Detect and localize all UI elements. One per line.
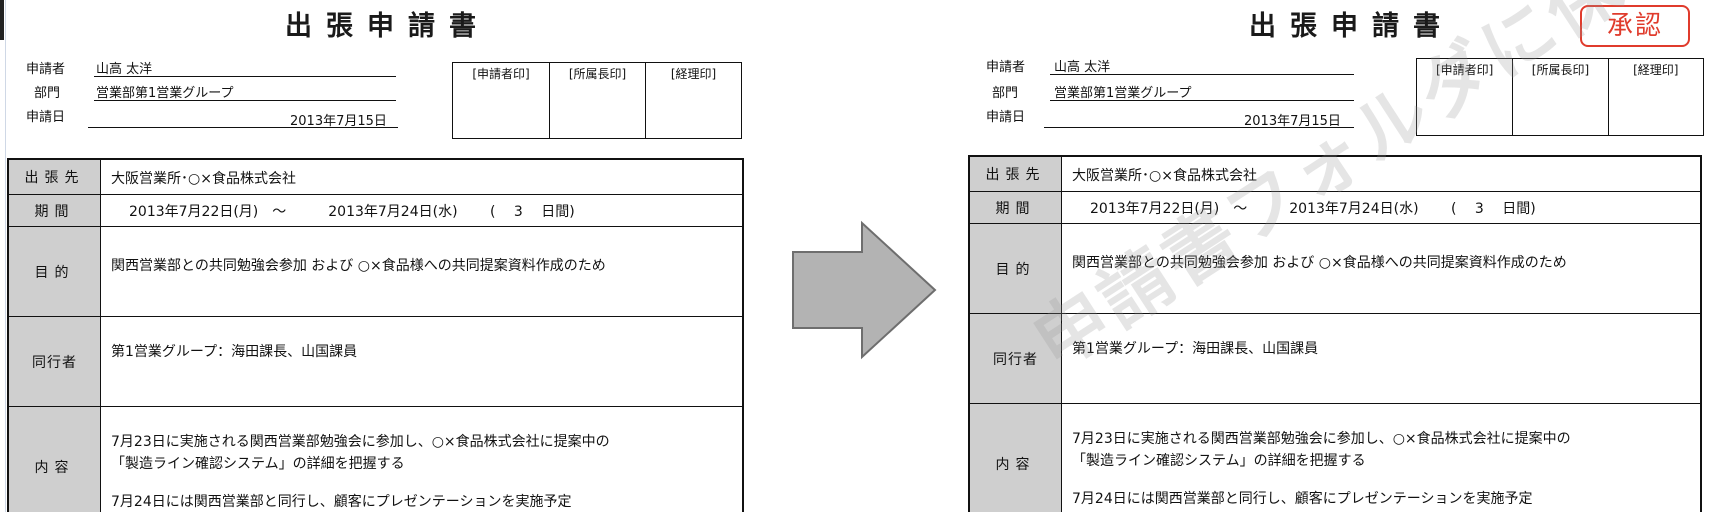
period-value: 2013年7月22日(月) ～ 2013年7月24日(水) ( 3 日間)	[1090, 201, 1536, 217]
destination-row: 出張先 大阪営業所･○×食品株式会社	[970, 157, 1700, 191]
companions-label: 同行者	[9, 317, 101, 406]
form-title: 出張申請書	[285, 11, 490, 42]
companions-value: 第1営業グループ：海田課長、山国課員	[111, 344, 358, 360]
content-line-3: 7月24日には関西営業部と同行し、顧客にプレゼンテーションを実施予定	[1072, 491, 1533, 507]
content-line-2: 「製造ライン確認システム」の詳細を把握する	[111, 456, 405, 472]
approval-stamp: 承認	[1580, 5, 1690, 47]
margin-rule	[5, 0, 6, 512]
approved-application-form: 出張申請書 承認 申請者 山高 太洋 部門 営業部第1営業グループ 申請日 20…	[962, 0, 1716, 512]
destination-value: 大阪営業所･○×食品株式会社	[1072, 168, 1257, 184]
form-title: 出張申請書	[1249, 11, 1454, 42]
applicant-value: 山高 太洋	[1054, 60, 1111, 75]
destination-value: 大阪営業所･○×食品株式会社	[111, 171, 296, 187]
destination-label: 出張先	[9, 160, 101, 194]
applicant-seal-cell: [申請者印]	[1435, 63, 1494, 77]
accounting-seal-cell: [経理印]	[645, 63, 741, 138]
dept-value: 営業部第1営業グループ	[96, 86, 234, 101]
companions-row: 同行者 第1営業グループ：海田課長、山国課員	[9, 316, 742, 406]
seal-box: [申請者印] [所属長印] [経理印]	[1416, 58, 1704, 136]
dept-underline	[94, 100, 396, 101]
applicant-row: 申請者 山高 太洋	[986, 56, 1366, 76]
period-label: 期間	[9, 195, 101, 226]
applicant-value: 山高 太洋	[96, 62, 153, 77]
dept-value: 営業部第1営業グループ	[1054, 86, 1192, 101]
purpose-label: 目的	[9, 227, 101, 316]
content-label: 内容	[9, 407, 101, 512]
applicant-seal-cell: [申請者印]	[472, 67, 530, 81]
date-label: 申請日	[26, 110, 66, 125]
companions-label: 同行者	[970, 314, 1062, 403]
applicant-underline	[94, 76, 396, 77]
destination-label: 出張先	[970, 157, 1062, 191]
content-row: 内容 7月23日に実施される関西営業部勉強会に参加し、○×食品株式会社に提案中の…	[970, 403, 1700, 512]
purpose-value: 関西営業部との共同勉強会参加 および ○×食品様への共同提案資料作成のため	[111, 258, 606, 274]
content-line-1: 7月23日に実施される関西営業部勉強会に参加し、○×食品株式会社に提案中の	[111, 434, 610, 450]
dept-row: 部門 営業部第1営業グループ	[986, 82, 1366, 102]
date-value: 2013年7月15日	[290, 114, 387, 129]
applicant-row: 申請者 山高 太洋	[26, 58, 406, 78]
applicant-label: 申請者	[26, 62, 66, 77]
form-table: 出張先 大阪営業所･○×食品株式会社 期間 2013年7月22日(月) ～ 20…	[7, 158, 744, 512]
destination-row: 出張先 大阪営業所･○×食品株式会社	[9, 160, 742, 194]
purpose-label: 目的	[970, 224, 1062, 313]
date-underline	[88, 127, 398, 128]
date-row: 申請日 2013年7月15日	[986, 106, 1366, 129]
date-underline	[1044, 127, 1354, 128]
purpose-row: 目的 関西営業部との共同勉強会参加 および ○×食品様への共同提案資料作成のため	[9, 226, 742, 316]
content-row: 内容 7月23日に実施される関西営業部勉強会に参加し、○×食品株式会社に提案中の…	[9, 406, 742, 512]
companions-value: 第1営業グループ：海田課長、山国課員	[1072, 341, 1319, 357]
dept-row: 部門 営業部第1営業グループ	[26, 82, 406, 102]
content-line-1: 7月23日に実施される関西営業部勉強会に参加し、○×食品株式会社に提案中の	[1072, 431, 1571, 447]
manager-seal-cell: [所属長印]	[1512, 59, 1607, 135]
date-value: 2013年7月15日	[1244, 114, 1341, 129]
period-row: 期間 2013年7月22日(月) ～ 2013年7月24日(水) ( 3 日間)	[9, 194, 742, 226]
date-label: 申請日	[986, 110, 1026, 125]
content-label: 内容	[970, 404, 1062, 512]
margin-marker	[0, 0, 4, 40]
content-line-2: 「製造ライン確認システム」の詳細を把握する	[1072, 453, 1366, 469]
manager-seal-cell: [所属長印]	[549, 63, 645, 138]
applicant-label: 申請者	[986, 60, 1026, 75]
purpose-row: 目的 関西営業部との共同勉強会参加 および ○×食品様への共同提案資料作成のため	[970, 223, 1700, 313]
applicant-underline	[1050, 74, 1354, 75]
purpose-value: 関西営業部との共同勉強会参加 および ○×食品様への共同提案資料作成のため	[1072, 255, 1567, 271]
content-line-3: 7月24日には関西営業部と同行し、顧客にプレゼンテーションを実施予定	[111, 494, 572, 510]
period-value: 2013年7月22日(月) ～ 2013年7月24日(水) ( 3 日間)	[129, 204, 575, 220]
original-application-form: 出張申請書 申請者 山高 太洋 部門 営業部第1営業グループ 申請日 2013年…	[0, 0, 760, 512]
right-arrow-icon	[792, 220, 937, 360]
dept-label: 部門	[992, 86, 1019, 101]
period-row: 期間 2013年7月22日(月) ～ 2013年7月24日(水) ( 3 日間)	[970, 191, 1700, 223]
companions-row: 同行者 第1営業グループ：海田課長、山国課員	[970, 313, 1700, 403]
dept-underline	[1050, 100, 1354, 101]
form-table: 出張先 大阪営業所･○×食品株式会社 期間 2013年7月22日(月) ～ 20…	[968, 155, 1702, 512]
seal-box: [申請者印] [所属長印] [経理印]	[452, 62, 742, 139]
dept-label: 部門	[34, 86, 61, 101]
accounting-seal-cell: [経理印]	[1607, 59, 1703, 135]
date-row: 申請日 2013年7月15日	[26, 106, 406, 129]
period-label: 期間	[970, 192, 1062, 223]
